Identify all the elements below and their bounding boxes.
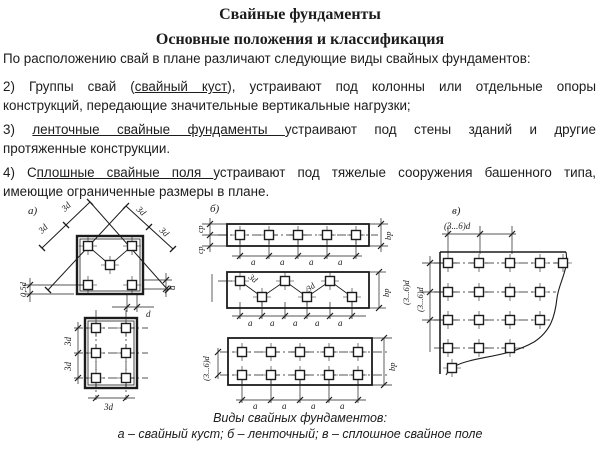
pile-symbol	[348, 365, 368, 385]
item-3-line-1: 3) ленточные свайные фундаменты устраива…	[3, 122, 596, 137]
pile-symbol	[259, 225, 279, 245]
dim-label-cp: cp	[196, 246, 205, 254]
fig-b-strip-double-row	[214, 334, 392, 404]
pile-symbol	[288, 225, 308, 245]
dim-label-36d: (3...6)d	[444, 221, 471, 231]
pile-symbol	[116, 318, 136, 338]
pile-symbol	[317, 225, 337, 245]
dim-label-36d: (3...6)d	[401, 279, 411, 305]
pile-symbol	[116, 343, 136, 363]
fig-a-letter: а)	[28, 205, 38, 217]
item-3-line-2: протяженные конструкции.	[3, 141, 171, 156]
pile-symbol	[261, 342, 281, 362]
dim-label-a: a	[270, 318, 275, 328]
dim-label-a: a	[311, 401, 316, 411]
pile-symbol	[252, 287, 272, 307]
page-title: Свайные фундаменты	[219, 6, 381, 23]
list-item-2: 2) Группы свай (свайный куст), устраиваю…	[3, 77, 596, 115]
pile-symbol	[86, 343, 106, 363]
body-text: По расположению свай в плане различают с…	[3, 49, 596, 206]
figure-pile-layouts: а) б) в) 3d 3d 3d 3d 0,5d d d 3d 3d 3d c…	[0, 198, 600, 422]
pile-symbol	[116, 368, 136, 388]
item-4-line-2: имеющие ограниченные размеры в плане.	[3, 184, 270, 199]
dim-label-a: a	[338, 318, 343, 328]
fig-v-letter: в)	[452, 205, 461, 217]
pile-symbol	[230, 225, 250, 245]
pile-symbol	[232, 365, 252, 385]
pile-symbol	[500, 253, 520, 273]
item-2-line-1: 2) Группы свай (свайный куст), устраиваю…	[3, 79, 596, 94]
dim-label-a: a	[309, 257, 314, 267]
pile-symbol	[500, 310, 520, 330]
pile-symbol	[438, 338, 458, 358]
dim-label-3d: 3d	[246, 271, 260, 285]
pile-symbol	[346, 225, 366, 245]
dim-label-a: a	[293, 318, 298, 328]
list-item-3: 3) ленточные свайные фундаменты устраива…	[3, 120, 596, 158]
pile-symbol	[290, 365, 310, 385]
pile-symbol	[319, 365, 339, 385]
dim-label-a: a	[340, 401, 345, 411]
pile-symbol	[86, 318, 106, 338]
dim-label-a: a	[280, 257, 285, 267]
pile-symbol	[232, 342, 252, 362]
dim-label-d: d	[146, 309, 151, 319]
fig-b-letter: б)	[210, 203, 220, 215]
dim-label-3d: 3d	[63, 362, 73, 373]
pile-symbol	[230, 271, 250, 291]
pile-symbol	[320, 271, 340, 291]
page-subtitle: Основные положения и классификация	[155, 31, 445, 48]
dim-label-a: a	[253, 401, 258, 411]
pile-symbol	[275, 271, 295, 291]
dim-label-3d: 3d	[59, 200, 73, 214]
dim-label-cp: cp	[196, 225, 205, 233]
dim-label-a: a	[251, 257, 256, 267]
pile-symbol	[530, 253, 550, 273]
pile-symbol	[319, 342, 339, 362]
caption-title: Виды свайных фундаментов:	[213, 411, 387, 425]
pile-symbol	[530, 282, 550, 302]
dim-label-bp: bp	[383, 232, 393, 241]
pile-symbol	[438, 253, 458, 273]
pile-symbol	[442, 358, 462, 378]
pile-symbol	[530, 310, 550, 330]
pile-symbol	[469, 338, 489, 358]
pile-symbol	[500, 282, 520, 302]
item-4-line-1: 4) Сплошные свайные поля устраивают под …	[3, 165, 596, 180]
pile-symbol	[438, 282, 458, 302]
pile-symbol	[553, 253, 573, 273]
dim-label-a: a	[282, 401, 287, 411]
pile-symbol	[290, 342, 310, 362]
dim-label-36d: (3...6)d	[415, 286, 425, 312]
pile-symbol	[500, 338, 520, 358]
pile-symbol	[469, 282, 489, 302]
dim-label-3d: 3d	[36, 222, 50, 236]
pile-symbol	[100, 255, 120, 275]
dim-label-a: a	[248, 318, 253, 328]
dim-label-bp: bp	[381, 289, 391, 298]
pile-symbol	[348, 342, 368, 362]
fig-a-cluster-plan	[24, 198, 177, 312]
pile-symbol	[469, 253, 489, 273]
caption-legend: а – свайный куст; б – ленточный; в – спл…	[117, 427, 483, 441]
fig-a-rect-plan	[74, 310, 148, 402]
dim-label-3d: 3d	[63, 337, 73, 348]
pile-symbol	[438, 310, 458, 330]
dim-label-a: a	[315, 318, 320, 328]
pile-symbol	[261, 365, 281, 385]
pile-symbol	[86, 368, 106, 388]
dim-label-bp: bp	[387, 363, 397, 372]
intro-paragraph: По расположению свай в плане различают с…	[3, 51, 531, 66]
figure-caption: Виды свайных фундаментов: а – свайный ку…	[0, 410, 600, 442]
pile-symbol	[342, 287, 362, 307]
dim-label-d: d	[167, 285, 177, 290]
dim-label-36d: (3...6)d	[201, 355, 211, 381]
pile-symbol	[469, 310, 489, 330]
item-2-line-2: конструкций, передающие значительные вер…	[3, 98, 411, 113]
pile-symbol	[122, 236, 142, 256]
dim-label-05d: 0,5d	[18, 281, 28, 297]
dim-label-3d: 3d	[103, 402, 114, 412]
dim-label-a: a	[338, 257, 343, 267]
list-item-4: 4) Сплошные свайные поля устраивают под …	[3, 163, 596, 201]
